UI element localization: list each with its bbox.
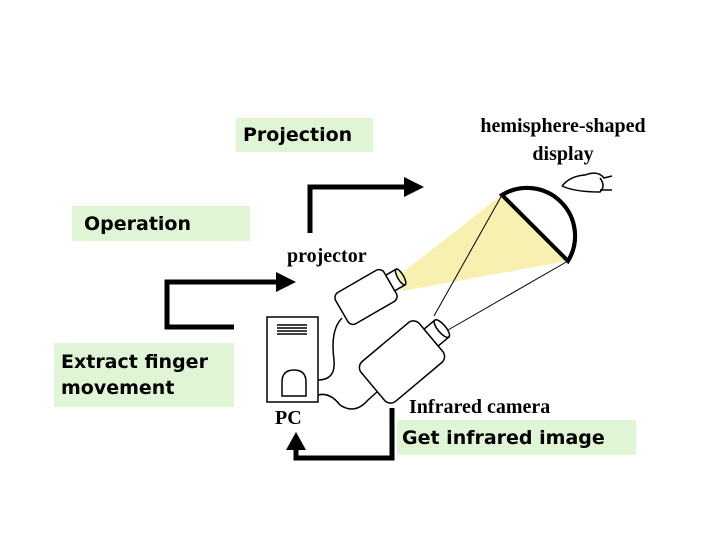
- infrared-camera-label: Infrared camera: [409, 396, 551, 418]
- camera-sightline: [447, 260, 569, 331]
- projection-text: Projection: [243, 124, 353, 146]
- hemisphere-display: [498, 185, 578, 265]
- projector-icon: [334, 268, 407, 326]
- projector-label: projector: [287, 245, 367, 267]
- projection-arrow: [307, 177, 424, 233]
- get-infrared-text: Get infrared image: [402, 427, 605, 449]
- infrared-camera-icon: [358, 319, 451, 404]
- operation-text: Operation: [84, 213, 192, 235]
- display-label-line1: hemisphere-shaped: [480, 115, 646, 137]
- camera-sightline: [433, 194, 503, 317]
- operation-label: Operation: [72, 206, 250, 241]
- display-label-line2: display: [532, 143, 594, 165]
- operation-arrow: [164, 272, 296, 330]
- extract-text-line2: movement: [61, 377, 175, 399]
- extract-text-line1: Extract finger: [61, 351, 208, 373]
- infrared-image-arrow: [286, 408, 395, 461]
- hand-icon: [561, 172, 613, 193]
- display-label: hemisphere-shaped display: [463, 112, 663, 168]
- pc-label: PC: [275, 407, 302, 429]
- camera-cable: [317, 391, 378, 410]
- pc-icon: [266, 316, 319, 403]
- get-infrared-image-label: Get infrared image: [397, 420, 636, 455]
- extract-finger-movement-label: Extract finger movement: [54, 343, 234, 407]
- projector-cable: [317, 317, 343, 381]
- projection-label: Projection: [236, 118, 373, 152]
